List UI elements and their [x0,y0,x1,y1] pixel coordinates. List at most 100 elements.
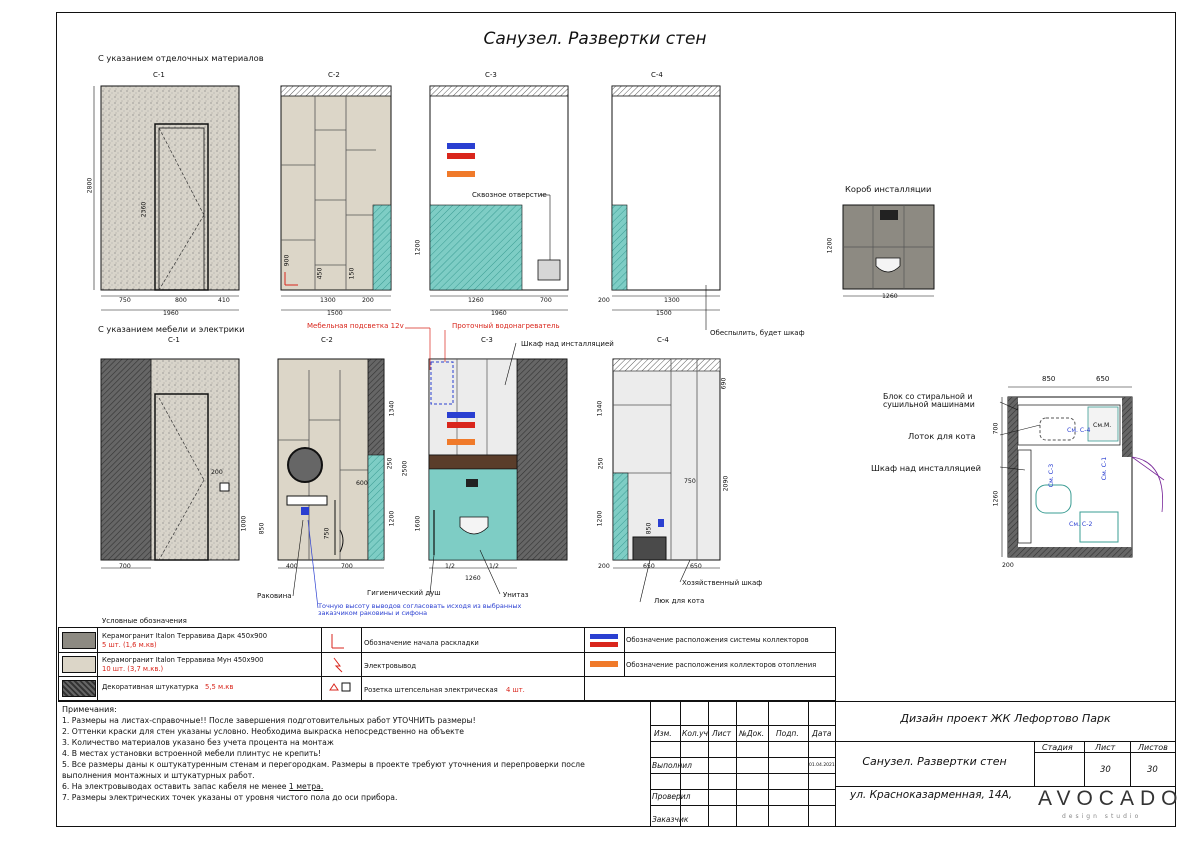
stamp-sheet-label: Лист [1095,743,1116,752]
drawing-frame [56,12,1176,827]
dim2-c2-600: 600 [356,480,368,487]
stamp-logo: AVOCADO [1038,787,1184,810]
elevation-c2-furniture [277,358,385,569]
note-1: 1. Размеры на листах-справочные!! После … [62,716,476,725]
stamp-col-date: Дата [812,729,832,738]
legend-table [58,627,836,701]
label-dedust: Обеспылить, будет шкаф [710,329,805,337]
legend-item-plaster-qty: 5,5 м.кв [205,683,234,691]
dim2-c4-200: 200 [598,563,610,570]
stamp-row-checked: Проверил [652,792,691,801]
stamp-sheet-number: 30 [1100,765,1111,775]
plan-mark-m: См.М. [1093,422,1112,429]
label-heater: Проточный водонагреватель [452,322,560,330]
dim-c2-450: 450 [316,267,324,280]
label-sink-advice: Точную высоту выводов согласовать исходя… [318,602,522,617]
legend-item-dark: Керамогранит Italon Терравива Дарк 450х9… [102,632,268,640]
dim2-c2-1340: 1340 [388,400,396,417]
legend-item-plaster: Декоративная штукатурка [102,683,199,691]
elevation-c3-furniture [428,358,568,569]
dim-c3-height: 1200 [414,239,422,256]
dim-box-width: 1260 [882,293,898,300]
note-3: 3. Количество материалов указано без уче… [62,738,334,747]
legend-collector-heating: Обозначение расположения коллекторов ото… [626,661,817,669]
title-block: Изм. Кол.уч Лист №Док. Подп. Дата Выполн… [650,701,1177,827]
dim-c4-total: 1500 [656,310,672,317]
note-5-cont: выполнения монтажных и штукатурных работ… [62,771,255,780]
note-5: 5. Все размеры даны к оштукатуренным сте… [62,760,585,769]
dim2-c4-1340: 1340 [596,400,604,417]
stamp-stage-label: Стадия [1042,743,1073,752]
dim2-c2-850: 850 [258,522,266,535]
plan-label-washer: Блок со стиральной и сушильной машинами [883,392,975,409]
section2-heading: С указанием мебели и электрики [98,324,245,334]
dim-c4-a: 200 [598,297,610,304]
stamp-col-list: Лист [712,729,732,738]
section1-heading: С указанием отделочных материалов [98,53,264,63]
dim-c1-a: 750 [119,297,131,304]
dim-c2-150: 150 [348,267,356,280]
plan-mark-c4: См. С-4 [1067,427,1091,434]
dim-c3-b: 700 [540,297,552,304]
label-through-hole: Сквозное отверстие [472,191,547,199]
dim2-c3-half2: 1/2 [489,563,499,570]
dim2-c1-700: 700 [119,563,131,570]
stamp-col-koluch: Кол.уч [682,729,708,738]
legend-collector-system: Обозначение расположения системы коллект… [626,636,809,644]
dim-c4-b: 1300 [664,297,680,304]
legend-symbol-electro: Электровывод [364,662,417,670]
dim2-c4-250: 250 [597,457,605,470]
dim-c2-900: 900 [283,254,291,267]
stamp-row-done: Выполнил [652,761,692,770]
dim-c2-b: 200 [362,297,374,304]
legend-item-moon: Керамогранит Italon Терравива Мун 450х90… [102,656,264,664]
stamp-col-izm: Изм. [654,729,672,738]
floor-plan [1001,386,1165,558]
dim-c3-total: 1960 [491,310,507,317]
plan-mark-c2: См. С-2 [1069,521,1093,528]
wall-label-c3: С-3 [485,71,497,79]
wall-label-c1: С-1 [153,71,165,79]
dim2-c2-2500: 2500 [401,460,409,477]
dim2-c1-200: 200 [211,469,223,476]
dim2-c3-total: 1260 [465,575,481,582]
legend-heading: Условные обозначения [102,617,187,625]
dim-c1-height: 2800 [86,177,94,194]
legend-symbol-start: Обозначение начала раскладки [364,639,479,647]
stamp-row-customer: Заказчик [652,815,689,824]
dim2-c2-700: 700 [341,563,353,570]
dim-c1-b: 800 [175,297,187,304]
elevation-c1-furniture [100,358,240,569]
label-sink: Раковина [257,592,292,600]
stamp-col-doc: №Док. [739,729,765,738]
elevation-c1-materials [93,85,240,311]
dim2-c4-2090: 2090 [722,475,730,492]
wall-label-c2: С-2 [328,71,340,79]
label-led: Мебельная подсветка 12v [307,322,404,330]
label-hygienic-shower: Гигиенический душ [367,589,441,597]
legend-item-moon-qty: 10 шт. (3,7 м.кв.) [102,665,164,673]
dim-c2-a: 1300 [320,297,336,304]
elevation-c3-materials [429,85,569,311]
elevation-c2-materials [280,85,392,311]
dim-c1-total: 1960 [163,310,179,317]
stamp-date: 01.04.2021 [809,763,835,768]
dim2-c3-half1: 1/2 [445,563,455,570]
installation-box-elevation [842,204,935,297]
plan-dim-200: 200 [1002,562,1014,569]
label-cabinet-installation: Шкаф над инсталляцией [521,340,614,348]
plan-dim-1260: 1260 [992,490,1000,507]
legend-item-dark-qty: 5 шт. (1,6 м.кв) [102,641,157,649]
dim2-c4-650b: 650 [690,563,702,570]
note-4: 4. В местах установки встроенной мебели … [62,749,322,758]
label-toilet: Унитаз [503,591,529,599]
dim2-c4-690: 690 [720,377,728,390]
dim-c1-c: 410 [218,297,230,304]
dim-c3-a: 1260 [468,297,484,304]
plan-mark-c1: См. С-1 [1101,456,1109,481]
stamp-project: Дизайн проект ЖК Лефортово Парк [900,712,1111,725]
stamp-sheets-label: Листов [1138,743,1168,752]
wall2-label-c1: С-1 [168,336,180,344]
note-6-text: 6. На электровыводах оставить запас кабе… [62,782,287,791]
